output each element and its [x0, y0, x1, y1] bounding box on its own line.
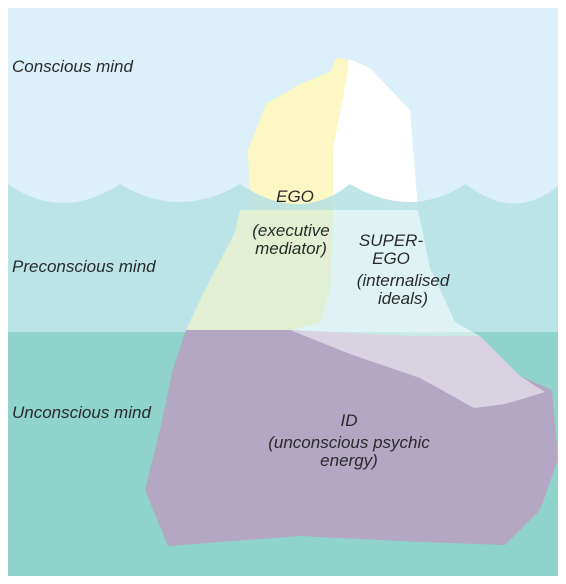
superego-title: SUPER- EGO [359, 232, 423, 268]
id-title: ID [341, 412, 358, 430]
ego-description-line2: mediator) [252, 240, 329, 258]
preconscious-mind-label: Preconscious mind [12, 258, 156, 276]
ego-title: EGO [276, 188, 314, 206]
superego-description: (internalised ideals) [357, 272, 450, 308]
superego-description-line2: ideals) [357, 290, 450, 308]
superego-title-line2: EGO [359, 250, 423, 268]
id-description-line1: (unconscious psychic [268, 434, 430, 452]
ego-description-line1: (executive [252, 222, 329, 240]
ego-description: (executive mediator) [252, 222, 329, 258]
conscious-mind-label: Conscious mind [12, 58, 133, 76]
id-description-line2: energy) [268, 452, 430, 470]
unconscious-mind-label: Unconscious mind [12, 404, 151, 422]
superego-description-line1: (internalised [357, 272, 450, 290]
superego-title-line1: SUPER- [359, 232, 423, 250]
id-description: (unconscious psychic energy) [268, 434, 430, 470]
